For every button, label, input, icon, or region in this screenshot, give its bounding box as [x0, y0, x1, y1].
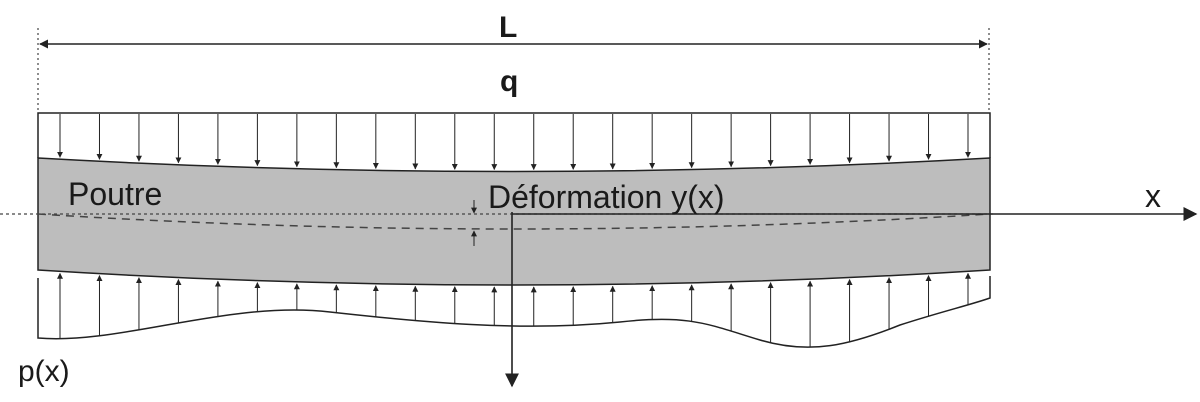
distributed-load-label: q: [500, 65, 519, 98]
deflection-label: Déformation y(x): [488, 179, 725, 215]
reaction-label: p(x): [18, 355, 70, 388]
beam-body: [37, 157, 991, 286]
beam-label: Poutre: [68, 176, 163, 212]
x-axis-label: x: [1145, 178, 1161, 214]
distributed-load-outline: [37, 112, 991, 158]
reaction-arrows: [57, 272, 971, 348]
distributed-load-arrows: [57, 114, 971, 171]
deflected-neutral-axis: [37, 213, 991, 230]
span-length-label: L: [499, 11, 518, 44]
reaction-profile-curve: [37, 276, 991, 348]
